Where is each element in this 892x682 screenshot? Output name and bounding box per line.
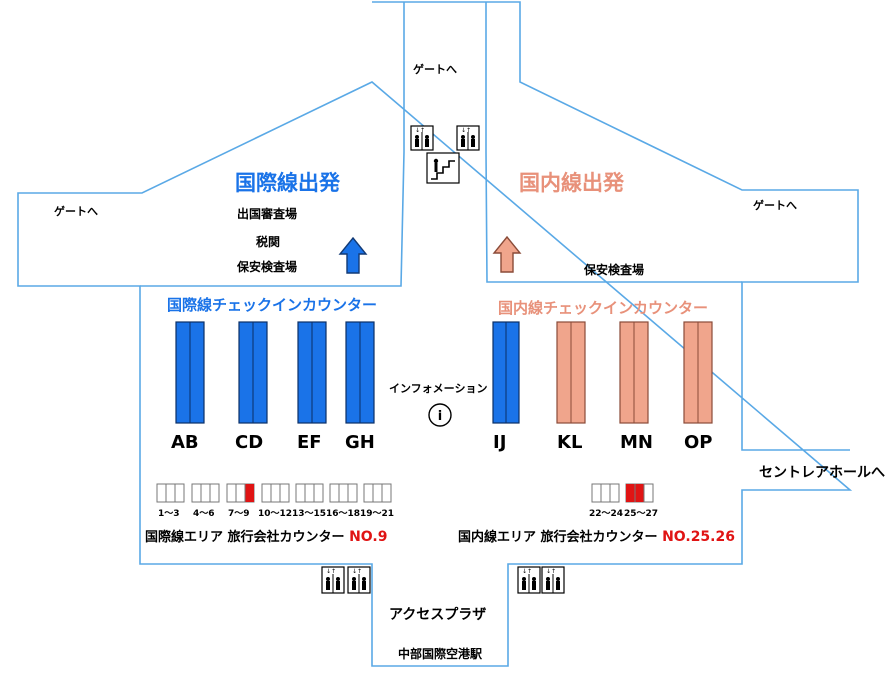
svg-text:↓↑: ↓↑ [326,568,336,575]
svg-text:↓↑: ↓↑ [522,568,532,575]
station-label: 中部国際空港駅 [398,647,483,661]
elevator-icon: ↓↑ [321,566,345,594]
information-label: インフォメーション [389,382,488,395]
elevator-icon: ↓↑ [410,125,434,151]
immigration-label: 出国審査場 [237,207,298,221]
international-checkin-heading: 国際線チェックインカウンター [167,296,378,314]
counter-label: GH [345,432,375,453]
agency-highlight-number: NO.25.26 [662,529,735,545]
gate-label-right: ゲートへ [753,199,797,212]
elevator-icon: ↓↑ [456,125,480,151]
counter-block-mn [619,321,649,424]
security-label-domestic: 保安検査場 [584,263,645,277]
arrow-up-icon [338,236,368,274]
svg-text:↓↑: ↓↑ [461,127,471,134]
agency-number: 25～27 [624,509,659,519]
agency-booth [191,483,220,503]
counter-label: EF [297,432,322,453]
security-label-international: 保安検査場 [237,260,298,274]
escalator-icon [426,152,460,184]
agency-number: 22～24 [589,509,624,519]
elevator-icon: ↓↑ [541,566,565,594]
agency-booth [226,483,255,503]
terminal-wall [17,1,859,667]
elevator-icon: ↓↑ [517,566,541,594]
gate-label-left: ゲートへ [54,205,98,218]
access-plaza-label: アクセスプラザ [389,607,487,623]
international-agency-caption: 国際線エリア 旅行会社カウンター NO.9 [145,526,387,545]
counter-label: KL [557,432,583,453]
agency-booth [156,483,185,503]
counter-label: CD [235,432,264,453]
agency-caption-text: 国際線エリア 旅行会社カウンター [145,530,345,545]
counter-block-ef [297,321,327,424]
counter-label: MN [620,432,653,453]
agency-booth [295,483,324,503]
arrow-up-icon [492,235,522,273]
agency-number: 16～18 [326,509,361,519]
international-departures-heading: 国際線出発 [235,171,340,195]
counter-block-cd [238,321,268,424]
agency-highlight-number: NO.9 [349,529,388,545]
svg-text:↓↑: ↓↑ [352,568,362,575]
svg-text:i: i [438,409,442,424]
agency-booth [591,483,620,503]
counter-block-kl [556,321,586,424]
agency-number: 7～9 [228,509,250,519]
domestic-agency-caption: 国内線エリア 旅行会社カウンター NO.25.26 [458,526,735,545]
information-icon: i [428,403,452,427]
inner-wall-domestic [485,151,742,283]
agency-number: 1～3 [158,509,180,519]
agency-number: 10～12 [258,509,293,519]
inner-wall-international [140,151,405,287]
gate-label-center: ゲートへ [413,63,457,76]
domestic-departures-heading: 国内線出発 [519,171,624,195]
agency-booth [625,483,654,503]
counter-label: IJ [493,432,507,453]
counter-block-ij [492,321,520,424]
counter-label: OP [684,432,713,453]
agency-number: 19～21 [360,509,395,519]
counter-block-gh [345,321,375,424]
counter-label: AB [171,432,199,453]
svg-text:↓↑: ↓↑ [546,568,556,575]
agency-number: 4～6 [193,509,215,519]
customs-label: 税関 [256,235,281,249]
counter-block-op [683,321,713,424]
agency-booth [261,483,290,503]
agency-booth [329,483,358,503]
centrair-hall-label: セントレアホールへ [759,465,885,481]
agency-booth [363,483,392,503]
elevator-icon: ↓↑ [347,566,371,594]
svg-text:↓↑: ↓↑ [415,127,425,134]
agency-caption-text: 国内線エリア 旅行会社カウンター [458,530,658,545]
agency-number: 13～15 [292,509,327,519]
counter-block-ab [175,321,205,424]
domestic-checkin-heading: 国内線チェックインカウンター [498,299,709,317]
